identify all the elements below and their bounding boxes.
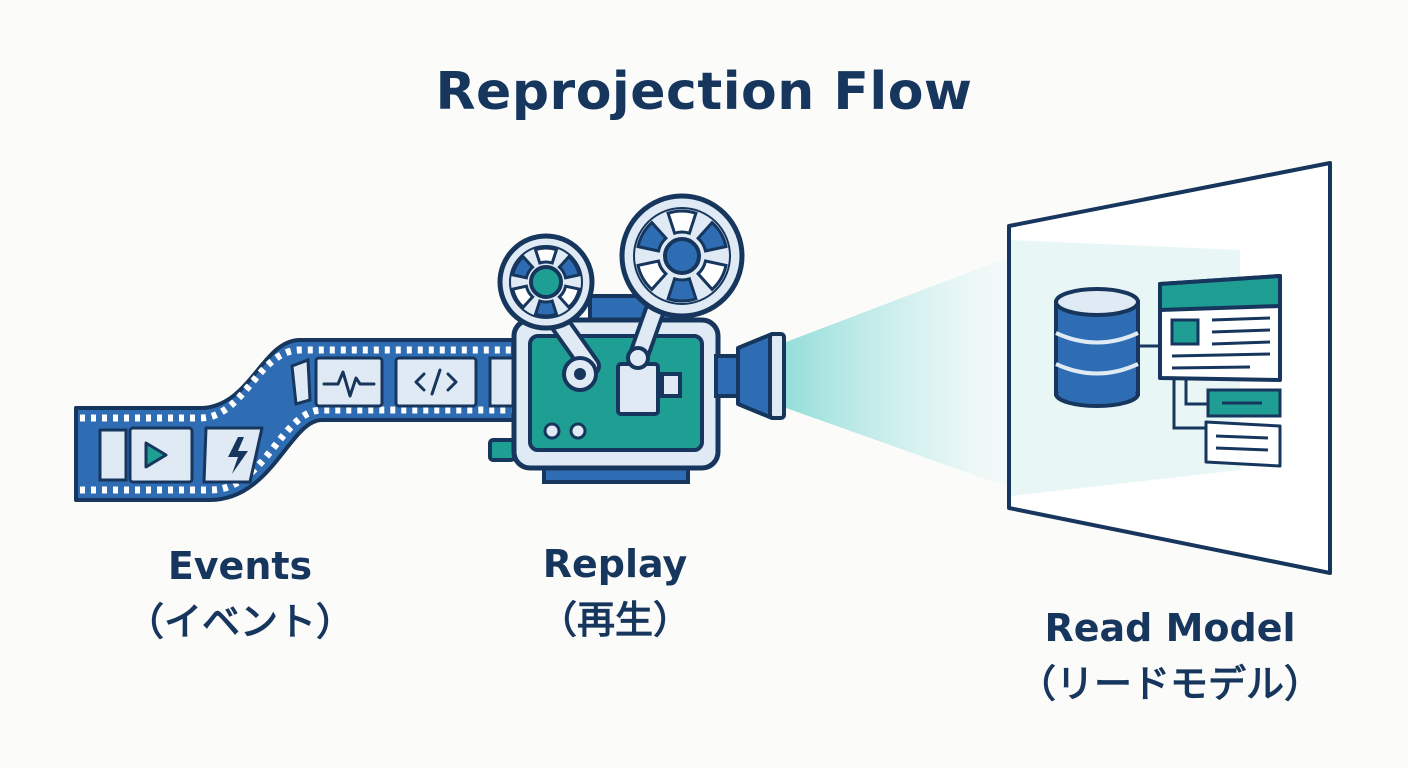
reel-spoke-window bbox=[533, 246, 559, 265]
table-panel-icon bbox=[1158, 274, 1282, 382]
reel-spoke-window bbox=[510, 254, 535, 280]
diagram-title: Reprojection Flow bbox=[435, 62, 973, 122]
reel-spoke-window bbox=[695, 220, 728, 253]
reel-spokes bbox=[636, 209, 728, 303]
events-label: Events （イベント） bbox=[120, 538, 360, 650]
code-icon bbox=[414, 368, 458, 396]
reel-spoke-window bbox=[533, 299, 559, 318]
projector-gate-tab bbox=[660, 372, 682, 398]
reel-spoke-window bbox=[557, 254, 582, 280]
projector-button bbox=[569, 422, 587, 440]
film-frame bbox=[98, 428, 128, 482]
events-title: Events bbox=[167, 544, 313, 588]
film-strip bbox=[74, 338, 522, 502]
replay-label: Replay （再生） bbox=[500, 536, 730, 648]
reel-spoke-window bbox=[636, 259, 669, 292]
read-model-subtitle: （リードモデル） bbox=[1017, 662, 1322, 706]
reel-spoke-window bbox=[695, 259, 728, 292]
reel-spoke-window bbox=[557, 284, 582, 310]
projection-beam bbox=[786, 252, 1022, 492]
reel-spoke-window bbox=[666, 276, 698, 303]
projection-screen bbox=[1007, 161, 1332, 575]
lightning-icon bbox=[228, 437, 248, 474]
reel-spokes bbox=[510, 246, 582, 318]
reel-spoke-window bbox=[636, 220, 669, 253]
projector-lens bbox=[736, 332, 774, 420]
field-bar-icon bbox=[1206, 388, 1282, 418]
film-frame bbox=[314, 356, 384, 408]
replay-subtitle: （再生） bbox=[538, 598, 691, 642]
database-icon bbox=[1054, 287, 1140, 408]
pulse-icon bbox=[322, 370, 376, 398]
play-icon bbox=[144, 441, 168, 469]
read-model-label: Read Model （リードモデル） bbox=[1000, 600, 1340, 712]
reel-right bbox=[619, 193, 745, 319]
projector-lens-rim bbox=[768, 332, 786, 420]
reel-spoke-window bbox=[666, 209, 698, 236]
projector-gate bbox=[616, 362, 660, 416]
record-card-icon bbox=[1204, 420, 1282, 468]
film-frame bbox=[290, 357, 312, 406]
reel-pulley bbox=[626, 346, 650, 370]
projector-button bbox=[543, 422, 561, 440]
film-sprocket-bottom bbox=[80, 406, 518, 494]
reel-spoke-window bbox=[510, 284, 535, 310]
projector-knob bbox=[488, 438, 516, 462]
reel-left bbox=[497, 233, 595, 331]
events-subtitle: （イベント） bbox=[125, 600, 354, 644]
replay-title: Replay bbox=[542, 542, 688, 586]
read-model-title: Read Model bbox=[1044, 606, 1296, 650]
film-frame bbox=[488, 356, 516, 408]
